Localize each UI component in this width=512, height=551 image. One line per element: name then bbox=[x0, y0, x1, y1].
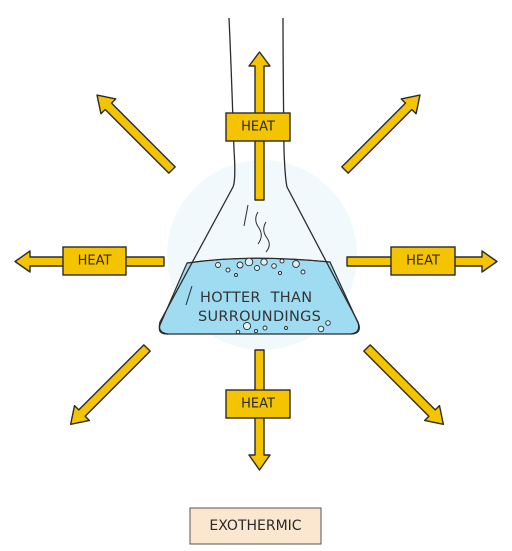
flask-text-line2: SURROUNDINGS bbox=[198, 309, 321, 325]
bubble bbox=[271, 263, 277, 269]
bubble bbox=[284, 326, 288, 330]
bubble bbox=[325, 320, 331, 326]
bubble bbox=[236, 261, 244, 269]
heat-label-top: HEAT bbox=[241, 120, 275, 135]
bubble bbox=[317, 325, 325, 333]
bubble bbox=[215, 262, 221, 268]
bubble bbox=[279, 258, 285, 264]
steam-squiggle bbox=[263, 221, 270, 253]
heat-arrow-up: HEAT bbox=[225, 51, 291, 201]
caption-label: EXOTHERMIC bbox=[209, 518, 301, 534]
heat-arrow-down-left bbox=[69, 344, 151, 426]
bubble bbox=[244, 257, 254, 267]
heat-arrow-right: HEAT bbox=[346, 246, 498, 276]
bubble bbox=[253, 328, 259, 334]
bubble bbox=[300, 269, 306, 275]
steam-squiggle bbox=[255, 211, 262, 245]
flask-neck-right bbox=[282, 17, 288, 188]
bubble bbox=[225, 267, 231, 273]
conical-flask bbox=[158, 17, 360, 335]
glass-highlight bbox=[243, 204, 249, 227]
bubble bbox=[235, 329, 241, 335]
heat-arrow-left: HEAT bbox=[14, 246, 165, 276]
bubble bbox=[292, 260, 300, 268]
bubble bbox=[234, 273, 238, 277]
heat-arrow-down-right bbox=[363, 344, 445, 426]
heat-label-box-left bbox=[62, 246, 127, 276]
flask-neck-left bbox=[228, 17, 236, 188]
heat-label-left: HEAT bbox=[78, 254, 112, 269]
liquid-surface bbox=[186, 257, 331, 264]
caption-box-rect bbox=[189, 507, 322, 545]
bubble bbox=[277, 270, 283, 276]
heat-label-box-bottom bbox=[225, 389, 291, 419]
heat-arrow-down: HEAT bbox=[225, 349, 291, 471]
heat-label-box-right bbox=[390, 246, 456, 276]
heat-arrow-up-left bbox=[96, 94, 176, 174]
flask-body-right bbox=[286, 186, 360, 335]
bubble bbox=[260, 258, 268, 266]
bubble bbox=[254, 265, 260, 271]
heat-label-box-top bbox=[225, 112, 291, 142]
bubble bbox=[262, 325, 268, 331]
flask-text-line1: HOTTER THAN bbox=[200, 290, 312, 306]
heat-label-bottom: HEAT bbox=[241, 397, 275, 412]
flask-body-left bbox=[158, 186, 234, 335]
caption-box: EXOTHERMIC bbox=[189, 507, 322, 545]
heat-label-right: HEAT bbox=[406, 254, 440, 269]
glass-highlight-2 bbox=[185, 285, 193, 306]
bubbles bbox=[215, 257, 331, 335]
bubble bbox=[242, 321, 252, 331]
heat-arrow-up-right bbox=[341, 94, 421, 174]
